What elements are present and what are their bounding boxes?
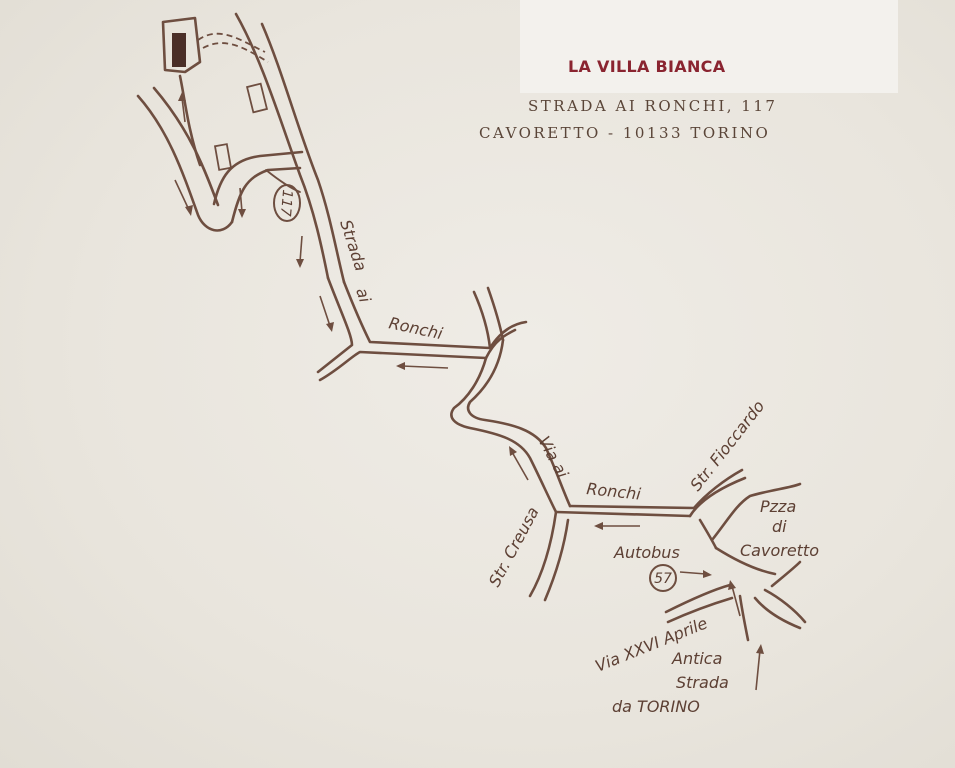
- label-cavoretto: Cavoretto: [740, 541, 819, 560]
- direction-arrow-icon: [174, 179, 190, 211]
- label-ai: ai: [352, 285, 375, 305]
- address-line-1: STRADA AI RONCHI, 117: [528, 97, 778, 115]
- cavoretto-roads: [664, 468, 807, 642]
- label-antica: Antica: [671, 649, 722, 668]
- upper-roads: [136, 12, 346, 284]
- label-ronchi-upper: Ronchi: [387, 313, 445, 343]
- direction-arrow-icon: [181, 97, 186, 123]
- label-via-ai: Via ai: [534, 433, 572, 482]
- direction-arrow-icon: [755, 649, 761, 691]
- direction-arrow-icon: [299, 235, 303, 263]
- direction-arrow-icon: [319, 295, 331, 327]
- house-number-label: 117: [277, 189, 295, 217]
- bus-number-label: 57: [654, 571, 672, 587]
- direction-arrow-icon: [511, 451, 529, 481]
- direction-arrow-icon: [679, 571, 707, 575]
- house-number-badge-icon: 117: [273, 184, 301, 222]
- label-pzza: Pzza: [760, 497, 796, 516]
- outbuilding-2: [213, 143, 233, 171]
- label-str-creusa: Str. Creusa: [485, 504, 543, 590]
- villa-building-icon: [172, 33, 186, 67]
- direction-arrow-icon: [401, 365, 449, 369]
- map-title: LA VILLA BIANCA: [568, 57, 726, 76]
- direction-arrow-icon: [239, 187, 243, 213]
- address-line-2: CAVORETTO - 10133 TORINO: [479, 124, 771, 142]
- label-ronchi-lower: Ronchi: [586, 479, 643, 504]
- label-strada: Strada: [336, 217, 370, 273]
- road-labels: Strada ai Ronchi Via ai Ronchi Str. Fioc…: [336, 217, 819, 716]
- title-box: [520, 0, 898, 93]
- direction-arrow-icon: [731, 585, 741, 617]
- label-strada-lower: Strada: [676, 673, 729, 692]
- villa-grounds: [161, 16, 269, 171]
- label-di: di: [772, 517, 787, 536]
- outbuilding-1: [245, 82, 269, 114]
- bus-stop-badge-icon: 57: [649, 564, 677, 592]
- villa-plot-outline: [161, 16, 202, 74]
- strada-ai-ronchi: [316, 276, 528, 382]
- direction-arrows: [174, 92, 764, 691]
- label-da-torino: da TORINO: [612, 697, 700, 716]
- label-autobus: Autobus: [613, 543, 680, 562]
- via-ai-ronchi: [450, 338, 696, 602]
